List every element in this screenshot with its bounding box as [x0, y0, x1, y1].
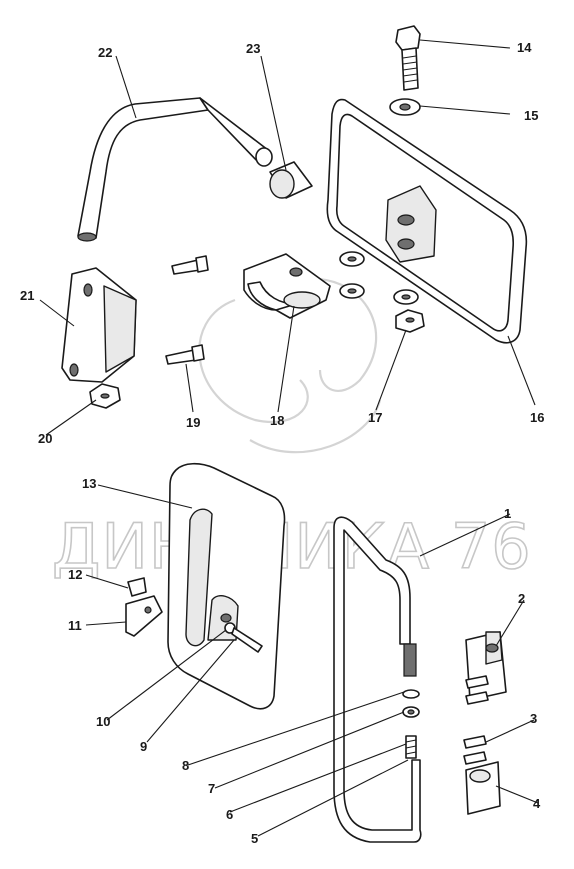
callout-10: 10 [96, 714, 110, 729]
callout-3: 3 [530, 711, 537, 726]
part-8-washer [402, 689, 420, 699]
callout-23: 23 [246, 41, 260, 56]
callout-numbers: 22 23 14 15 16 17 18 19 21 20 13 12 11 1… [20, 40, 544, 846]
callout-4: 4 [533, 796, 541, 811]
part-2-bracket [465, 631, 507, 701]
callout-14: 14 [517, 40, 532, 55]
part-11-clip [125, 595, 163, 637]
part-16-mirror [326, 98, 528, 344]
callout-22: 22 [98, 45, 112, 60]
callout-2: 2 [518, 591, 525, 606]
part-9-screw [224, 622, 263, 653]
callout-15: 15 [524, 108, 538, 123]
part-18-clamp [243, 253, 331, 319]
part-22-bent-tube [77, 97, 273, 242]
callout-18: 18 [270, 413, 284, 428]
small-bolt-pair-upper [465, 675, 489, 705]
callout-5: 5 [251, 831, 258, 846]
part-21-bracket [61, 267, 137, 383]
callout-9: 9 [140, 739, 147, 754]
part-14-bolt [395, 25, 421, 91]
watermark-logo [198, 277, 382, 454]
part-1-arm-rod [333, 516, 422, 843]
callout-13: 13 [82, 476, 96, 491]
leader-lines [39, 39, 539, 837]
callout-16: 16 [530, 410, 544, 425]
callout-12: 12 [68, 567, 82, 582]
callout-20: 20 [38, 431, 52, 446]
callout-6: 6 [226, 807, 233, 822]
part-17-nut [395, 309, 425, 333]
part-12-cap [127, 577, 147, 597]
watermark-text: ДИНАМИКА 76 [52, 510, 532, 583]
part-13-mirror-housing [167, 462, 286, 710]
part-3-bolts [463, 735, 487, 765]
small-bolt-upper [171, 255, 209, 275]
part-4-bracket [465, 761, 501, 815]
callout-19: 19 [186, 415, 200, 430]
part-23-sleeve [269, 161, 313, 199]
callout-17: 17 [368, 410, 382, 425]
callout-21: 21 [20, 288, 34, 303]
callout-7: 7 [208, 781, 215, 796]
part-20-nut [89, 383, 121, 409]
callout-8: 8 [182, 758, 189, 773]
callout-11: 11 [68, 618, 82, 633]
callout-1: 1 [504, 506, 511, 521]
part-19-bolt [165, 344, 205, 365]
